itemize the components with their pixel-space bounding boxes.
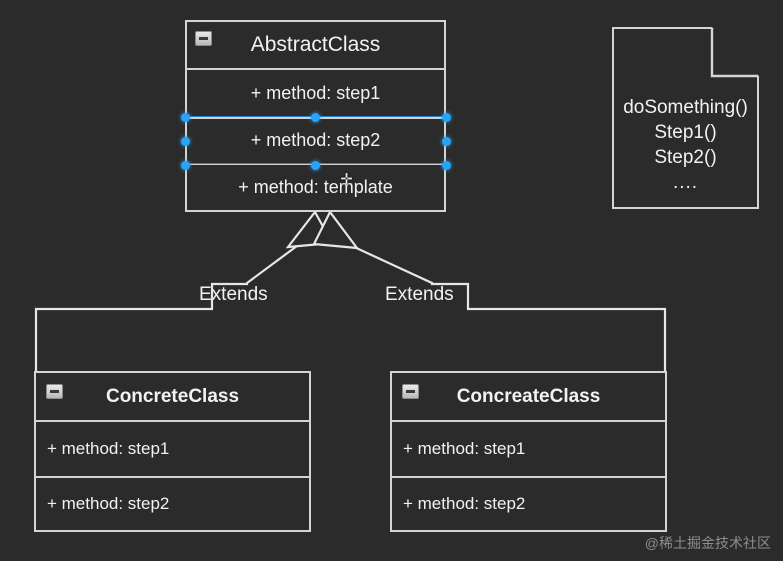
class-member-row[interactable]: + method: step2: [392, 476, 665, 530]
member-label: + method: step1: [250, 82, 381, 103]
member-label: + method: step2: [403, 494, 526, 513]
watermark: @稀土掘金技术社区: [644, 535, 771, 551]
note-line: Step2(): [654, 147, 717, 168]
class-title: AbstractClass: [250, 33, 381, 56]
inheritance-arrowhead-right: [312, 209, 360, 250]
note-line: doSomething(): [623, 97, 748, 118]
member-label: + method: template: [238, 176, 393, 197]
uml-note[interactable]: doSomething() Step1() Step2() ....: [612, 27, 759, 209]
member-label: + method: step2: [47, 494, 170, 513]
class-header[interactable]: ConcreateClass: [392, 373, 665, 422]
class-member-row[interactable]: + method: template: [187, 163, 444, 210]
member-label: + method: step2: [250, 130, 381, 151]
class-header[interactable]: AbstractClass: [187, 22, 444, 70]
class-title: ConcreateClass: [456, 385, 601, 407]
class-member-row[interactable]: + method: step1: [392, 422, 665, 476]
link-label-extends-right[interactable]: Extends: [385, 284, 454, 305]
uml-class-concreteclass[interactable]: ConcreteClass + method: step1 + method: …: [34, 371, 311, 532]
collapse-minus-icon[interactable]: [195, 31, 212, 46]
note-line: Step1(): [654, 122, 717, 143]
link-label-extends-left[interactable]: Extends: [199, 284, 268, 305]
class-member-row-selected[interactable]: + method: step2: [187, 116, 444, 164]
member-label: + method: step1: [47, 439, 170, 458]
class-member-row[interactable]: + method: step1: [187, 70, 444, 117]
uml-class-abstractclass[interactable]: AbstractClass + method: step1 + method: …: [185, 20, 446, 212]
note-ellipsis: ....: [672, 172, 699, 193]
uml-class-concreateclass[interactable]: ConcreateClass + method: step1 + method:…: [390, 371, 667, 532]
class-header[interactable]: ConcreteClass: [36, 373, 309, 422]
class-title: ConcreteClass: [105, 385, 240, 407]
move-cursor-icon: ✛: [340, 171, 353, 188]
collapse-minus-icon[interactable]: [46, 384, 63, 399]
class-member-row[interactable]: + method: step2: [36, 476, 309, 530]
note-text: doSomething() Step1() Step2() ....: [612, 95, 759, 195]
collapse-minus-icon[interactable]: [402, 384, 419, 399]
class-member-row[interactable]: + method: step1: [36, 422, 309, 476]
inheritance-arrowhead-left: [285, 209, 334, 249]
member-label: + method: step1: [403, 439, 526, 458]
